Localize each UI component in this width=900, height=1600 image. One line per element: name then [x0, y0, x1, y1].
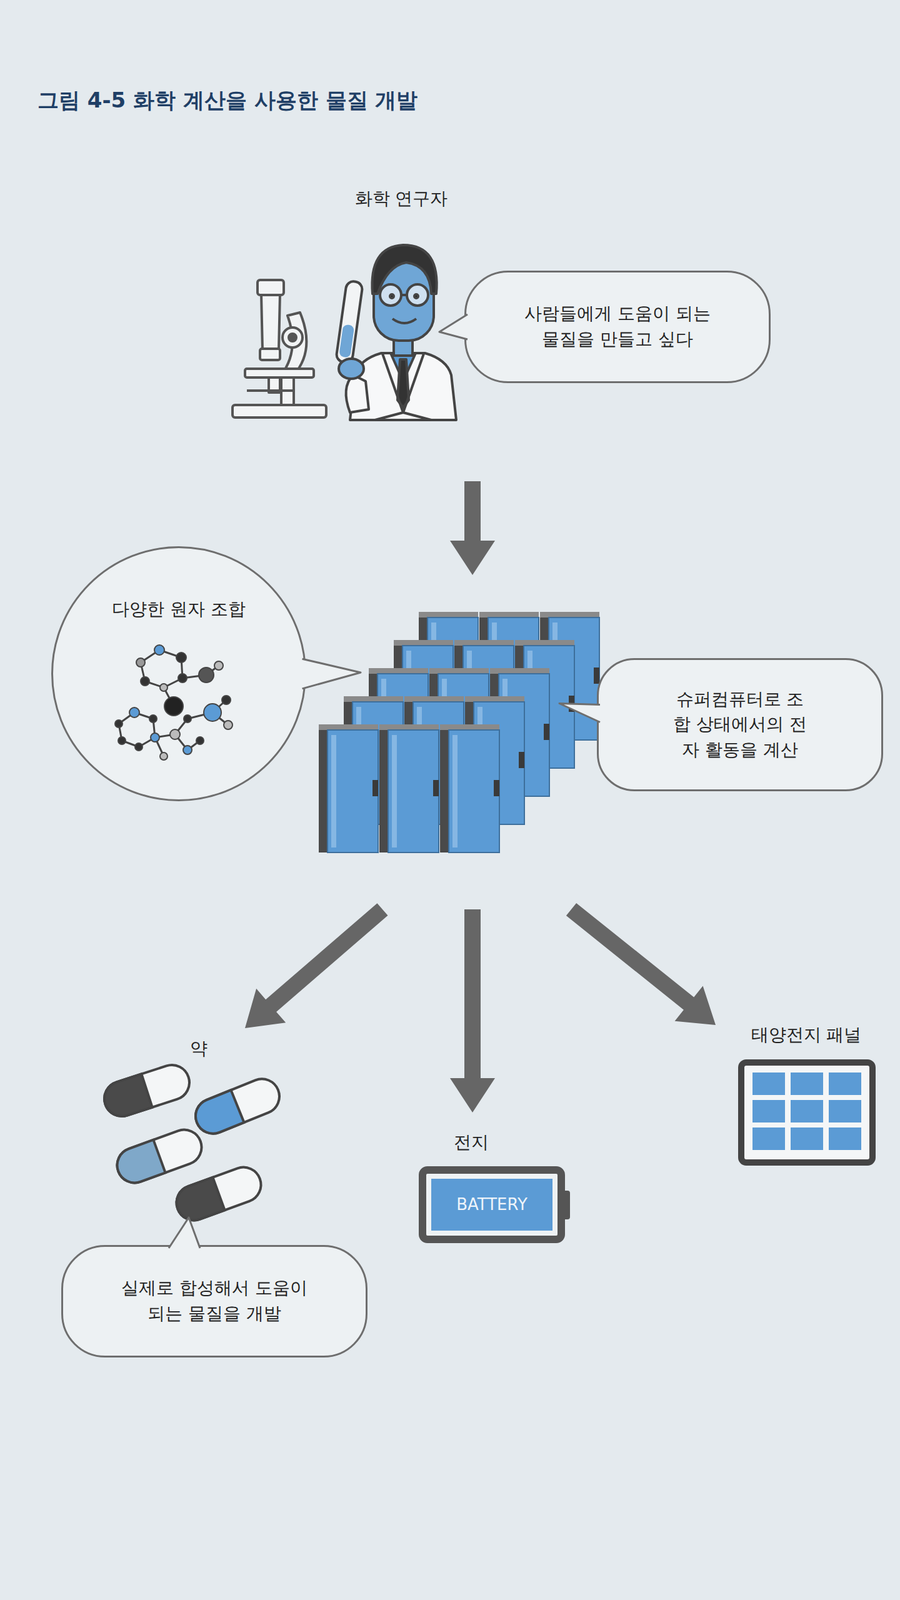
rack-handle	[568, 695, 575, 712]
rack-front	[327, 730, 379, 853]
pills	[100, 1060, 285, 1226]
thought-circle: 다양한 원자 조합	[51, 546, 307, 802]
panel-cell	[828, 1127, 862, 1150]
rack-highlight	[452, 735, 458, 848]
panel-cell	[790, 1072, 824, 1095]
rack-handle	[433, 780, 439, 797]
solar-panel	[741, 1062, 873, 1163]
panel-cell	[752, 1127, 785, 1150]
flow-arrow	[566, 903, 716, 1025]
bubble-tail	[168, 1217, 200, 1249]
flow-arrow	[450, 909, 495, 1113]
supercomputer	[318, 611, 600, 853]
rack-handle	[518, 751, 525, 769]
bubble-tail	[559, 703, 600, 723]
bubble-text: 다양한 원자 조합	[111, 596, 246, 623]
rack-side	[440, 730, 449, 853]
caption-label: 약	[190, 1037, 208, 1060]
rack-side	[379, 730, 389, 853]
microscope	[232, 280, 327, 418]
rack-front	[448, 730, 500, 853]
bubble-text: 슈퍼컴퓨터로 조합 상태에서의 전자 활동을 계산	[670, 686, 810, 764]
caption-label: 태양전지 패널	[751, 1023, 862, 1047]
scientist	[335, 245, 457, 420]
rack-highlight	[331, 735, 337, 848]
speech-bubble: 실제로 합성해서 도움이 되는 물질을 개발	[61, 1245, 368, 1358]
panel-cell	[790, 1100, 824, 1123]
panel-cell	[828, 1100, 862, 1123]
rack-handle	[372, 780, 379, 797]
caption-label: 화학 연구자	[355, 187, 449, 210]
rack-side	[318, 730, 328, 853]
flow-arrow	[245, 903, 389, 1029]
bubble-text: 실제로 합성해서 도움이 되는 물질을 개발	[116, 1275, 313, 1327]
panel-cell	[752, 1072, 785, 1095]
rack-handle	[543, 723, 550, 740]
battery-body: BATTERY	[418, 1166, 565, 1244]
caption-label: 전지	[453, 1131, 489, 1154]
rack-highlight	[391, 735, 397, 848]
panel-cell	[752, 1100, 785, 1123]
rack-handle	[593, 667, 600, 684]
speech-bubble: 슈퍼컴퓨터로 조합 상태에서의 전자 활동을 계산	[596, 658, 884, 792]
bubble-tail	[302, 658, 361, 689]
bubble-tail	[439, 314, 468, 340]
bubble-text: 사람들에게 도움이 되는 물질을 만들고 싶다	[516, 301, 719, 352]
rack-front	[388, 730, 439, 853]
rack-handle	[493, 780, 500, 797]
panel-cell	[828, 1072, 862, 1095]
flow-arrow	[450, 481, 495, 575]
speech-bubble: 사람들에게 도움이 되는 물질을 만들고 싶다	[464, 270, 771, 384]
flow-arrows	[245, 481, 716, 1113]
panel-cell	[790, 1127, 824, 1150]
battery-text: BATTERY	[431, 1178, 553, 1231]
figure-title: 그림 4-5 화학 계산을 사용한 물질 개발	[37, 86, 418, 115]
